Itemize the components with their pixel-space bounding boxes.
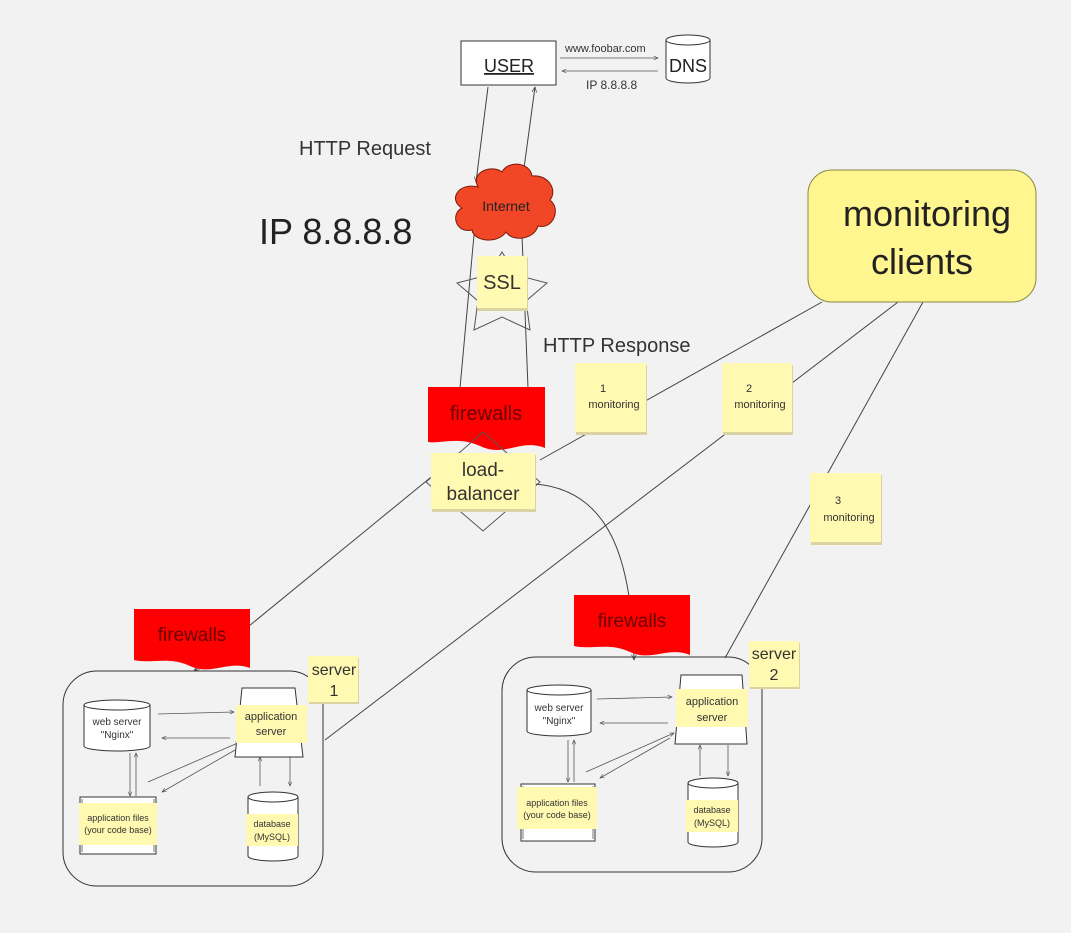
monitoring-clients-line1: monitoring: [843, 193, 1011, 234]
server-1-app-files-shape[interactable]: application files (your code base): [79, 796, 157, 855]
server-1-app-line2: server: [256, 726, 287, 738]
server-2-app-line2: server: [697, 712, 728, 724]
dns-label: DNS: [669, 56, 707, 76]
monitoring-3-label: monitoring: [823, 512, 874, 524]
ssl-star-shape: [455, 251, 549, 331]
server-1-firewall-label: firewalls: [158, 625, 227, 646]
server-2-web-line1: web server: [534, 703, 585, 714]
server-1-files-line2: (your code base): [84, 825, 152, 835]
dns-response-label: IP 8.8.8.8: [586, 78, 637, 92]
server-1-mysql-database-icon[interactable]: database (MySQL): [246, 791, 299, 862]
ssl-sticky-note[interactable]: SSL: [477, 256, 528, 311]
monitoring-2-label: monitoring: [734, 399, 785, 411]
monitoring-2-number: 2: [746, 383, 752, 395]
server-2-app-server-sticky: application server: [676, 689, 748, 727]
ssl-label: SSL: [483, 272, 521, 294]
http-request-label: HTTP Request: [299, 138, 431, 160]
internet-label: Internet: [482, 198, 530, 214]
load-balancer-label-line2: balancer: [447, 484, 521, 505]
monitoring-sticky-3[interactable]: 3 monitoring: [810, 473, 882, 545]
internet-cloud-icon[interactable]: Internet: [455, 163, 556, 241]
monitoring-3-number: 3: [835, 495, 841, 507]
server-2-tag-sticky[interactable]: server 2: [749, 641, 800, 689]
server-1-db-line1: database: [253, 819, 290, 829]
load-balancer-label-line1: load-: [462, 460, 504, 481]
server-2-tag-line1: server: [752, 646, 797, 663]
server-2-files-line2: (your code base): [523, 810, 591, 820]
server-2-firewall-shape[interactable]: [574, 595, 690, 656]
server-1-firewall-shape[interactable]: [134, 609, 250, 670]
dns-database-icon[interactable]: DNS: [665, 34, 711, 84]
server-2-firewall-label: firewalls: [598, 611, 667, 632]
server-1-web-server-database-icon[interactable]: web server "Nginx": [83, 699, 151, 752]
server-2-tag-line2: 2: [770, 667, 779, 684]
main-firewall-label: firewalls: [450, 403, 522, 425]
server-2-container[interactable]: [501, 656, 763, 873]
server-1: firewalls server 1 web server "Nginx" ap…: [62, 609, 359, 887]
server-1-db-line2: (MySQL): [254, 832, 290, 842]
server-2-app-files-shape[interactable]: application files (your code base): [517, 783, 597, 842]
server-1-app-server-sticky: application server: [236, 705, 307, 743]
server-2-app-line1: application: [686, 696, 739, 708]
server-1-files-line1: application files: [87, 813, 149, 823]
server-1-tag-sticky[interactable]: server 1: [308, 656, 359, 704]
server-2: firewalls server 2 web server "Nginx" ap…: [501, 595, 800, 873]
server-2-web-server-database-icon[interactable]: web server "Nginx": [526, 684, 592, 737]
server-2-files-line1: application files: [526, 798, 588, 808]
monitoring-clients-line2: clients: [871, 241, 973, 282]
server-2-db-line1: database: [693, 805, 730, 815]
dns-request-label: www.foobar.com: [564, 43, 646, 55]
monitoring-sticky-2[interactable]: 2 monitoring: [722, 363, 793, 435]
server-1-tag-line1: server: [312, 662, 357, 679]
server-1-app-line1: application: [245, 711, 298, 723]
user-label: USER: [484, 56, 534, 76]
server-2-mysql-database-icon[interactable]: database (MySQL): [686, 777, 739, 848]
monitoring-1-number: 1: [600, 383, 606, 395]
server-1-container[interactable]: [62, 670, 324, 887]
server-1-tag-line2: 1: [330, 683, 339, 700]
monitoring-sticky-1[interactable]: 1 monitoring: [575, 363, 647, 435]
main-firewall-shape[interactable]: firewalls: [428, 387, 545, 450]
server-1-web-line1: web server: [92, 717, 143, 728]
server-1-web-line2: "Nginx": [101, 730, 134, 741]
server-2-web-line2: "Nginx": [543, 716, 576, 727]
load-balancer-sticky-note[interactable]: load- balancer: [431, 453, 536, 512]
http-response-label: HTTP Response: [543, 335, 690, 357]
server-2-db-line2: (MySQL): [694, 818, 730, 828]
monitoring-1-label: monitoring: [588, 399, 639, 411]
ip-address-label: IP 8.8.8.8: [259, 211, 412, 252]
user-box[interactable]: USER: [460, 40, 557, 86]
monitoring-clients-box[interactable]: monitoring clients: [807, 169, 1037, 303]
